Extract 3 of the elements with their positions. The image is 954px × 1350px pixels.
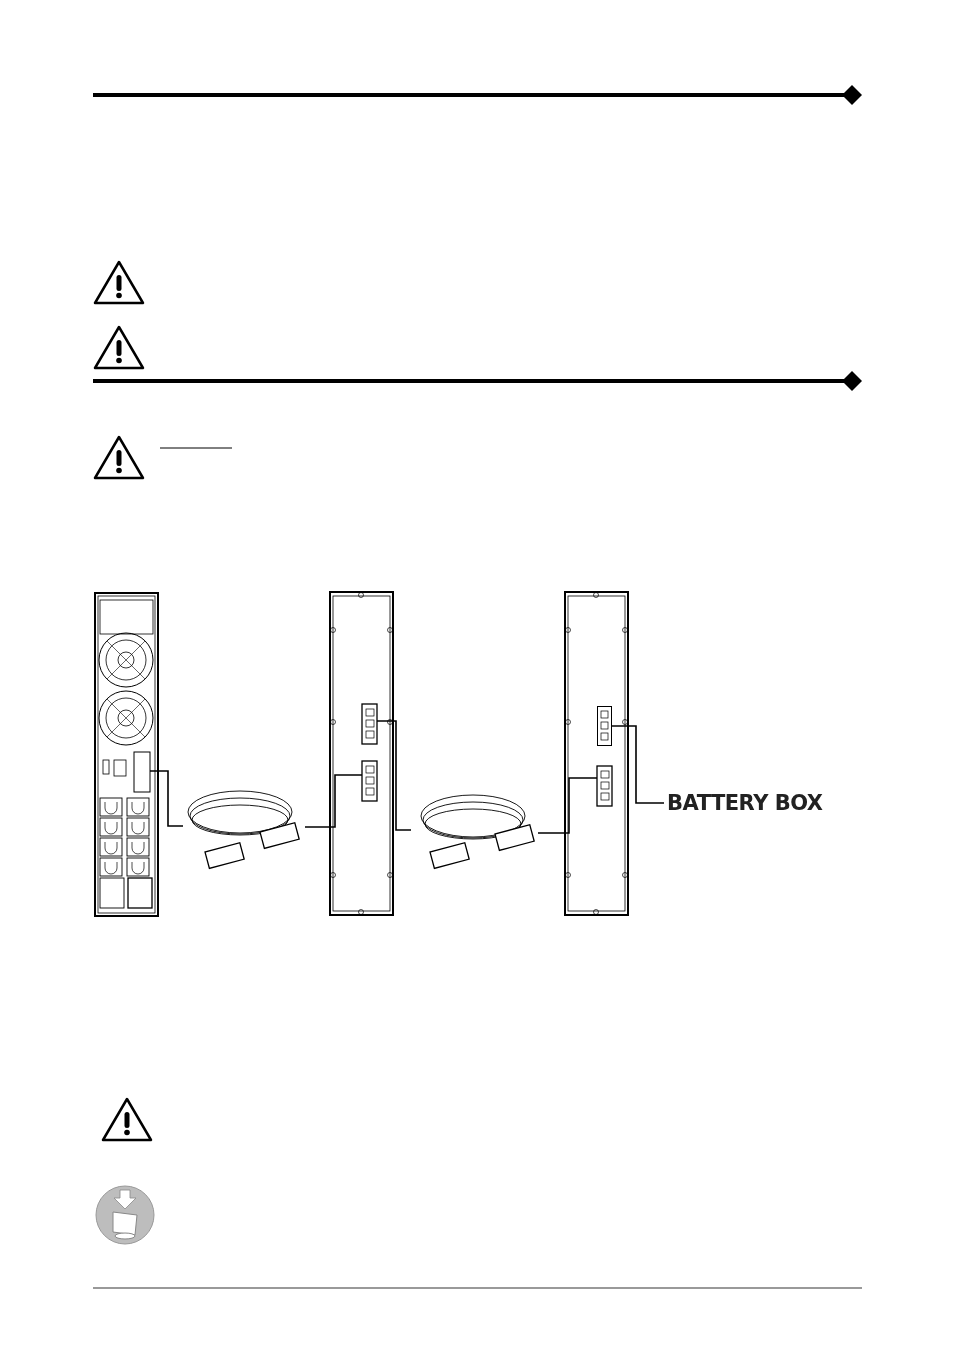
part-label: BATTERY BOX	[667, 791, 823, 815]
battery-connector-port	[597, 706, 612, 746]
leader-line	[611, 725, 665, 804]
